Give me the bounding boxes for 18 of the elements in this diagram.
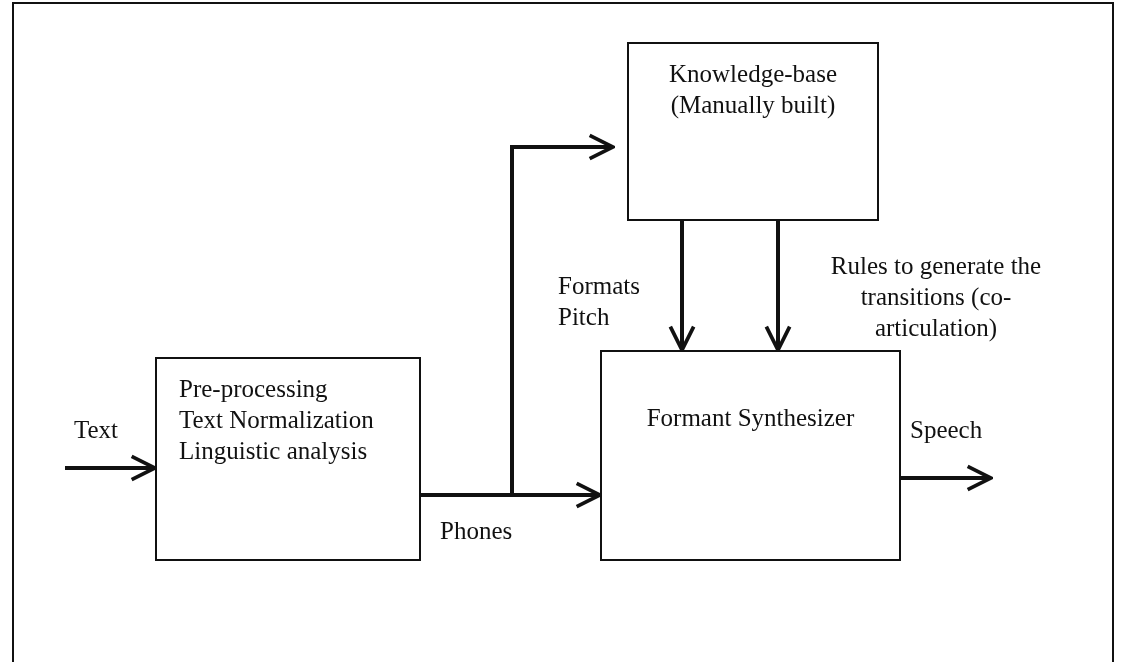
- edge-label: Formats Pitch: [558, 271, 641, 332]
- edge-label: Rules to generate the transitions (co-articulation): [829, 251, 1043, 343]
- box-label: Knowledge-base (Manually built): [668, 59, 838, 120]
- arrow: [764, 221, 792, 352]
- process-box: [600, 350, 901, 561]
- arrow: [65, 454, 157, 482]
- box-label: Linguistic analysis: [179, 436, 369, 466]
- edge-label: Phones: [440, 516, 514, 546]
- edge-label: Text: [74, 415, 120, 445]
- arrow: [901, 464, 993, 492]
- arrow: [421, 133, 615, 497]
- arrow: [668, 221, 696, 352]
- process-box: [155, 357, 421, 561]
- box-label: Formant Synthesizer: [645, 403, 856, 433]
- edge-label: Speech: [910, 415, 984, 445]
- box-label: Text Normalization: [179, 405, 375, 435]
- process-box: [627, 42, 879, 221]
- box-label: Pre-processing: [179, 374, 329, 404]
